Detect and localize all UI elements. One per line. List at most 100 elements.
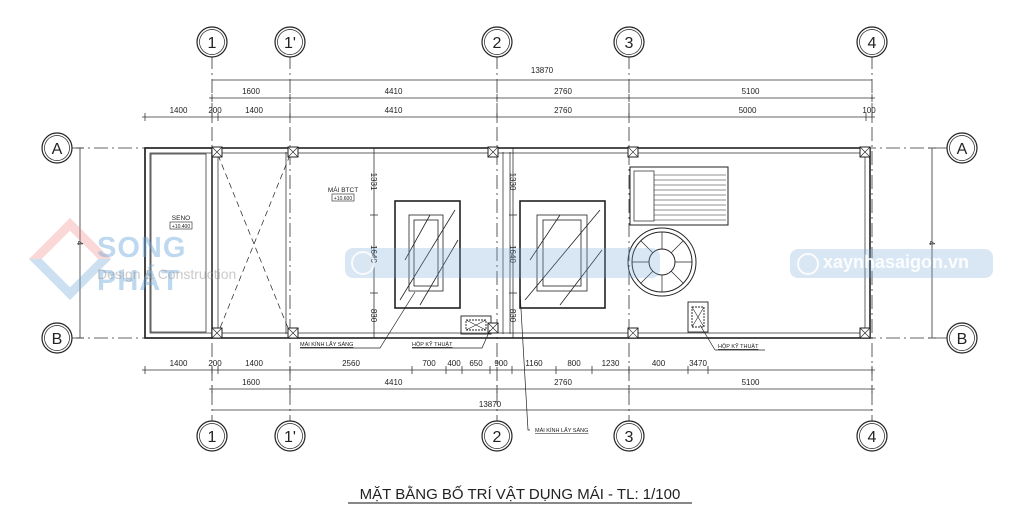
dimension-label: 1160: [525, 359, 543, 368]
dimension-label: 1331: [369, 173, 378, 191]
labels: SENO +10.400 MÁI BTCT +10.600 MÁI KÍNH L…: [169, 185, 759, 434]
column: [859, 327, 871, 339]
grid-bubble-label: 1': [284, 35, 296, 52]
stair-landing: [629, 166, 729, 226]
grid-bubble: 2: [481, 420, 513, 452]
column: [211, 146, 223, 158]
dimension-label: 700: [422, 359, 436, 368]
seno-level: +10.400: [172, 224, 190, 230]
skylight-1: [394, 200, 461, 309]
dimension-label: 1400: [170, 106, 188, 115]
leader-lines: [300, 291, 765, 431]
grid-bubble-label: B: [52, 331, 63, 348]
dimension-label: 3470: [689, 359, 707, 368]
grid-bubble: 1: [196, 26, 228, 58]
grid-bubble-label: 1': [284, 429, 296, 446]
grid-bubble-label: B: [957, 331, 968, 348]
dimension-label: 13870: [479, 400, 502, 409]
grid-bubble: 4: [856, 420, 888, 452]
dimension-label: 4410: [385, 87, 403, 96]
dimension-label: 4410: [385, 378, 403, 387]
globe-icon: [797, 253, 819, 275]
columns: [211, 146, 871, 339]
skylight-2: [519, 200, 606, 309]
dimension-label: 13870: [531, 66, 554, 75]
grid-bubble: A: [41, 132, 73, 164]
dimension-label: 5100: [742, 87, 760, 96]
grid-bubble: 3: [613, 420, 645, 452]
grid-bubble-label: 2: [493, 429, 502, 446]
dimension-label: 830: [369, 309, 378, 323]
grid-bubble: A: [946, 132, 978, 164]
brand-watermark: SONG PHÁT Design & Construction: [28, 217, 263, 301]
dimension-label: 1400: [245, 106, 263, 115]
grid-bubble: B: [41, 322, 73, 354]
grid-bubble-label: 3: [625, 429, 634, 446]
dimension-lines: 13870 1600 4410 2760 5100 1400 200 1400 4410 2760…: [75, 66, 936, 411]
dimension-label: 1640: [369, 245, 378, 263]
dimension-label: 2760: [554, 378, 572, 387]
column: [287, 327, 299, 339]
seno-label: SENO: [172, 215, 190, 222]
column: [627, 146, 639, 158]
dimension-label: 900: [494, 359, 508, 368]
roof-level: +10.600: [334, 196, 352, 202]
grid-bubble-label: 1: [208, 35, 217, 52]
grid-bubble: 4: [856, 26, 888, 58]
dimension-label: 5100: [742, 378, 760, 387]
grid-bubble-label: 1: [208, 429, 217, 446]
website-watermark: xaynhasaigon.vn: [790, 249, 993, 278]
website-text: xaynhasaigon.vn: [823, 252, 970, 272]
grid-bubble: 1': [274, 26, 306, 58]
grid-bubble-label: A: [52, 141, 63, 158]
dimension-label: 1400: [170, 359, 188, 368]
grid-bubble: 2: [481, 26, 513, 58]
grid-bubble: 1': [274, 420, 306, 452]
dimension-label: 2760: [554, 106, 572, 115]
dimension-label: 1640: [508, 245, 517, 263]
grid-bubble: 1: [196, 420, 228, 452]
grid-bubble-label: 4: [868, 35, 877, 52]
roof-label: MÁI BTCT: [328, 185, 358, 194]
dimension-label: 650: [469, 359, 483, 368]
tech-box-1: [460, 315, 492, 335]
spiral-stair: [627, 227, 697, 297]
dimension-label: 830: [508, 309, 517, 323]
dimension-label: 4410: [385, 106, 403, 115]
brand-name: SONG PHÁT: [97, 232, 187, 297]
grid-bubble: 3: [613, 26, 645, 58]
column: [627, 327, 639, 339]
grid-bubble-label: 4: [868, 429, 877, 446]
dimension-label: 5000: [739, 106, 757, 115]
dimension-label: 1600: [242, 378, 260, 387]
column: [287, 146, 299, 158]
phone-watermark: [345, 248, 660, 278]
drawing-title: MẶT BẰNG BỐ TRÍ VẬT DỤNG MÁI - TL: 1/100: [360, 485, 681, 503]
dimension-label: 1600: [242, 87, 260, 96]
dimension-label: 2560: [342, 359, 360, 368]
dimension-label: 4: [927, 241, 936, 246]
building-outline: [144, 146, 871, 431]
column: [859, 146, 871, 158]
grid-bubble-label: 2: [493, 35, 502, 52]
tech-box-label-1: HỘP KỸ THUẬT: [412, 341, 453, 348]
void-cross: [217, 154, 291, 334]
dimension-label: 400: [652, 359, 666, 368]
grid-bubble-label: A: [957, 141, 968, 158]
tech-box-label-2: HỘP KỸ THUẬT: [718, 343, 759, 350]
tech-box-2: [687, 301, 709, 333]
dimension-label: 1230: [602, 359, 620, 368]
column: [487, 146, 499, 158]
dimension-label: 1330: [508, 173, 517, 191]
dimension-label: 2760: [554, 87, 572, 96]
dimension-label: 400: [447, 359, 461, 368]
dimension-label: 4: [75, 241, 84, 246]
dimension-label: 200: [208, 359, 222, 368]
dimension-label: 200: [208, 106, 222, 115]
phone-icon: [351, 251, 375, 275]
dimension-label: 1400: [245, 359, 263, 368]
skylight-label-2: MÁI KÍNH LẤY SÁNG: [535, 427, 588, 434]
grid-bubble: B: [946, 322, 978, 354]
